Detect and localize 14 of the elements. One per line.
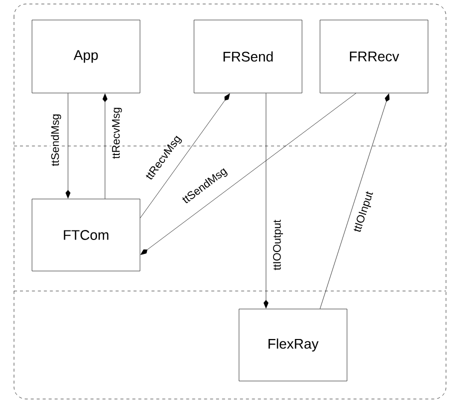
arrow — [264, 93, 268, 308]
arrow — [66, 93, 70, 198]
arrow — [102, 94, 108, 199]
arrow — [140, 93, 230, 218]
arrow — [140, 93, 356, 255]
process-box: FlexRay — [238, 308, 348, 382]
edge-label: ttIOOutput — [272, 219, 284, 271]
process-box: FRSend — [194, 20, 302, 94]
edge-label: ttRecvMsg — [112, 106, 122, 160]
process-box: FTCom — [32, 198, 140, 272]
edge-label: ttSendMsg — [50, 113, 62, 167]
arrow — [320, 93, 390, 309]
process-box: FRRecv — [320, 20, 428, 94]
process-box: App — [32, 20, 140, 94]
